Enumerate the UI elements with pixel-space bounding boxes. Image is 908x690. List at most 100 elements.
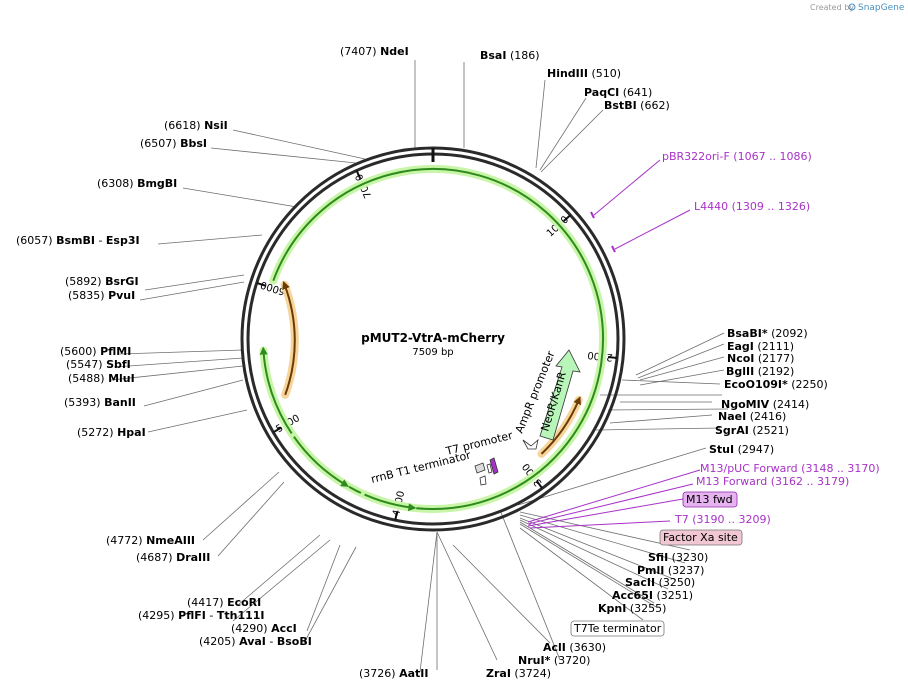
primer-name: T7	[674, 513, 689, 526]
site-label[interactable]: HindIII (510)	[547, 67, 621, 80]
site-label[interactable]: (5600) PflMI	[60, 345, 131, 358]
site-position: (5835)	[68, 289, 105, 302]
svg-text:(6618) NsiI: (6618) NsiI	[164, 119, 228, 132]
site-label[interactable]: (3726) AatII	[359, 667, 428, 680]
leader-line	[202, 471, 280, 541]
leader-line	[635, 332, 725, 376]
svg-text:PaqCI (641): PaqCI (641)	[584, 86, 652, 99]
site-label[interactable]: (6308) BmgBI	[97, 177, 177, 190]
primer-label[interactable]: pBR322ori-F (1067 .. 1086)	[662, 150, 812, 163]
site-enzyme-name: NdeI	[380, 45, 409, 58]
site-label[interactable]: StuI (2947)	[709, 443, 774, 456]
svg-text:BglII (2192): BglII (2192)	[726, 365, 794, 378]
site-label[interactable]: SfiI (3230)	[648, 551, 708, 564]
site-position: (2250)	[791, 378, 828, 391]
site-label[interactable]: (5488) MluI	[68, 372, 135, 385]
svg-text:BsaBI* (2092): BsaBI* (2092)	[727, 327, 808, 340]
site-star: *	[545, 654, 551, 667]
primer-label[interactable]: M13/pUC Forward (3148 .. 3170)	[700, 462, 880, 475]
site-label[interactable]: BsaI (186)	[480, 49, 540, 62]
svg-text:HindIII (510): HindIII (510)	[547, 67, 621, 80]
svg-text:AclI (3630): AclI (3630)	[543, 641, 606, 654]
site-enzyme-name: BstBI	[604, 99, 637, 112]
site-label[interactable]: (7407) NdeI	[340, 45, 409, 58]
site-position: (3250)	[659, 576, 696, 589]
site-position: (641)	[623, 86, 653, 99]
leader-line	[147, 409, 248, 433]
primer-label[interactable]: M13 Forward (3162 .. 3179)	[696, 475, 849, 488]
site-label[interactable]: (6507) BbsI	[140, 137, 207, 150]
site-enzyme-name: PflMI	[100, 345, 131, 358]
leader-line	[110, 365, 244, 381]
site-label[interactable]: (6057) BsmBI - Esp3I	[16, 234, 140, 247]
t7te-terminator-box[interactable]: T7Te terminator	[570, 620, 665, 637]
svg-text:T7 (3190 .. 3209): T7 (3190 .. 3209)	[674, 513, 771, 526]
svg-text:(5272) HpaI: (5272) HpaI	[77, 426, 146, 439]
primer-leader-line	[527, 483, 694, 525]
site-label[interactable]: EcoO109I* (2250)	[724, 378, 828, 391]
site-enzyme-name: KpnI	[598, 602, 626, 615]
site-label[interactable]: BstBI (662)	[604, 99, 670, 112]
site-label[interactable]: (6618) NsiI	[164, 119, 228, 132]
svg-text:(6308) BmgBI: (6308) BmgBI	[97, 177, 177, 190]
site-label[interactable]: PaqCI (641)	[584, 86, 652, 99]
site-label[interactable]: SacII (3250)	[625, 576, 695, 589]
site-enzyme-name-2: Esp3I	[106, 234, 140, 247]
site-label[interactable]: (5892) BsrGI	[65, 275, 139, 288]
site-label[interactable]: NgoMIV (2414)	[721, 398, 809, 411]
leader-line	[535, 79, 546, 169]
svg-text:(4417) EcoRI: (4417) EcoRI	[187, 596, 261, 609]
site-label[interactable]: (5547) SbfI	[66, 358, 131, 371]
site-label[interactable]: (4687) DraIII	[136, 551, 210, 564]
site-enzyme-name: NruI	[518, 654, 545, 667]
site-enzyme-name: EcoRI	[227, 596, 261, 609]
site-position: (2177)	[758, 352, 795, 365]
site-position: (2111)	[757, 340, 794, 353]
leader-line	[517, 447, 707, 506]
primer-leader-line	[593, 159, 661, 216]
leader-line	[157, 234, 263, 245]
site-labels: (7407) NdeI BsaI (186) HindIII (510) PaqCI …	[16, 45, 880, 680]
site-label[interactable]: NaeI (2416)	[718, 410, 786, 423]
svg-text:NaeI (2416): NaeI (2416)	[718, 410, 786, 423]
site-position: (3726)	[359, 667, 396, 680]
site-label[interactable]: (4417) EcoRI	[187, 596, 261, 609]
site-enzyme-name: BmgBI	[137, 177, 177, 190]
site-enzyme-name-2: Tth111I	[217, 609, 265, 622]
site-label[interactable]: BsaBI* (2092)	[727, 327, 808, 340]
site-label[interactable]: EagI (2111)	[727, 340, 794, 353]
site-label[interactable]: (5835) PvuI	[68, 289, 135, 302]
site-label[interactable]: SgrAI (2521)	[715, 424, 789, 437]
site-label[interactable]: AclI (3630)	[543, 641, 606, 654]
site-label[interactable]: (4295) PflFI - Tth111I	[138, 609, 265, 622]
site-position: (5892)	[65, 275, 102, 288]
site-position: (2947)	[738, 443, 775, 456]
leader-line	[119, 349, 244, 355]
site-label[interactable]: (4290) AccI	[231, 622, 297, 635]
primer-label[interactable]: L4440 (1309 .. 1326)	[694, 200, 810, 213]
svg-text:EcoO109I* (2250): EcoO109I* (2250)	[724, 378, 828, 391]
svg-text:(3726) AatII: (3726) AatII	[359, 667, 428, 680]
site-label[interactable]: (5272) HpaI	[77, 426, 146, 439]
site-label[interactable]: PmlI (3237)	[637, 564, 704, 577]
site-label[interactable]: KpnI (3255)	[598, 602, 666, 615]
site-label[interactable]: (4772) NmeAIII	[106, 534, 195, 547]
plasmid-name: pMUT2-VtrA-mCherry	[361, 331, 505, 345]
site-enzyme-name: BsaI	[480, 49, 506, 62]
primer-label[interactable]: T7 (3190 .. 3209)	[674, 513, 771, 526]
site-enzyme-name: EagI	[727, 340, 754, 353]
site-label[interactable]: (5393) BanII	[64, 396, 136, 409]
site-label[interactable]: (4205) AvaI - BsoBI	[199, 635, 312, 648]
site-label[interactable]: NruI* (3720)	[518, 654, 590, 667]
site-enzyme-name: NaeI	[718, 410, 746, 423]
site-label[interactable]: ZraI (3724)	[486, 667, 551, 680]
site-label[interactable]: NcoI (2177)	[727, 352, 794, 365]
site-label[interactable]: BglII (2192)	[726, 365, 794, 378]
site-enzyme-name: PvuI	[108, 289, 135, 302]
factor-xa-box[interactable]: Factor Xa site	[659, 529, 743, 546]
m13-fwd-box[interactable]: M13 fwd	[682, 491, 738, 508]
site-label[interactable]: Acc65I (3251)	[612, 589, 693, 602]
factor-xa-label: Factor Xa site	[663, 531, 738, 544]
rrnb-t1-terminator-label: rrnB T1 terminator	[370, 448, 473, 485]
svg-text:SacII (3250): SacII (3250)	[625, 576, 695, 589]
